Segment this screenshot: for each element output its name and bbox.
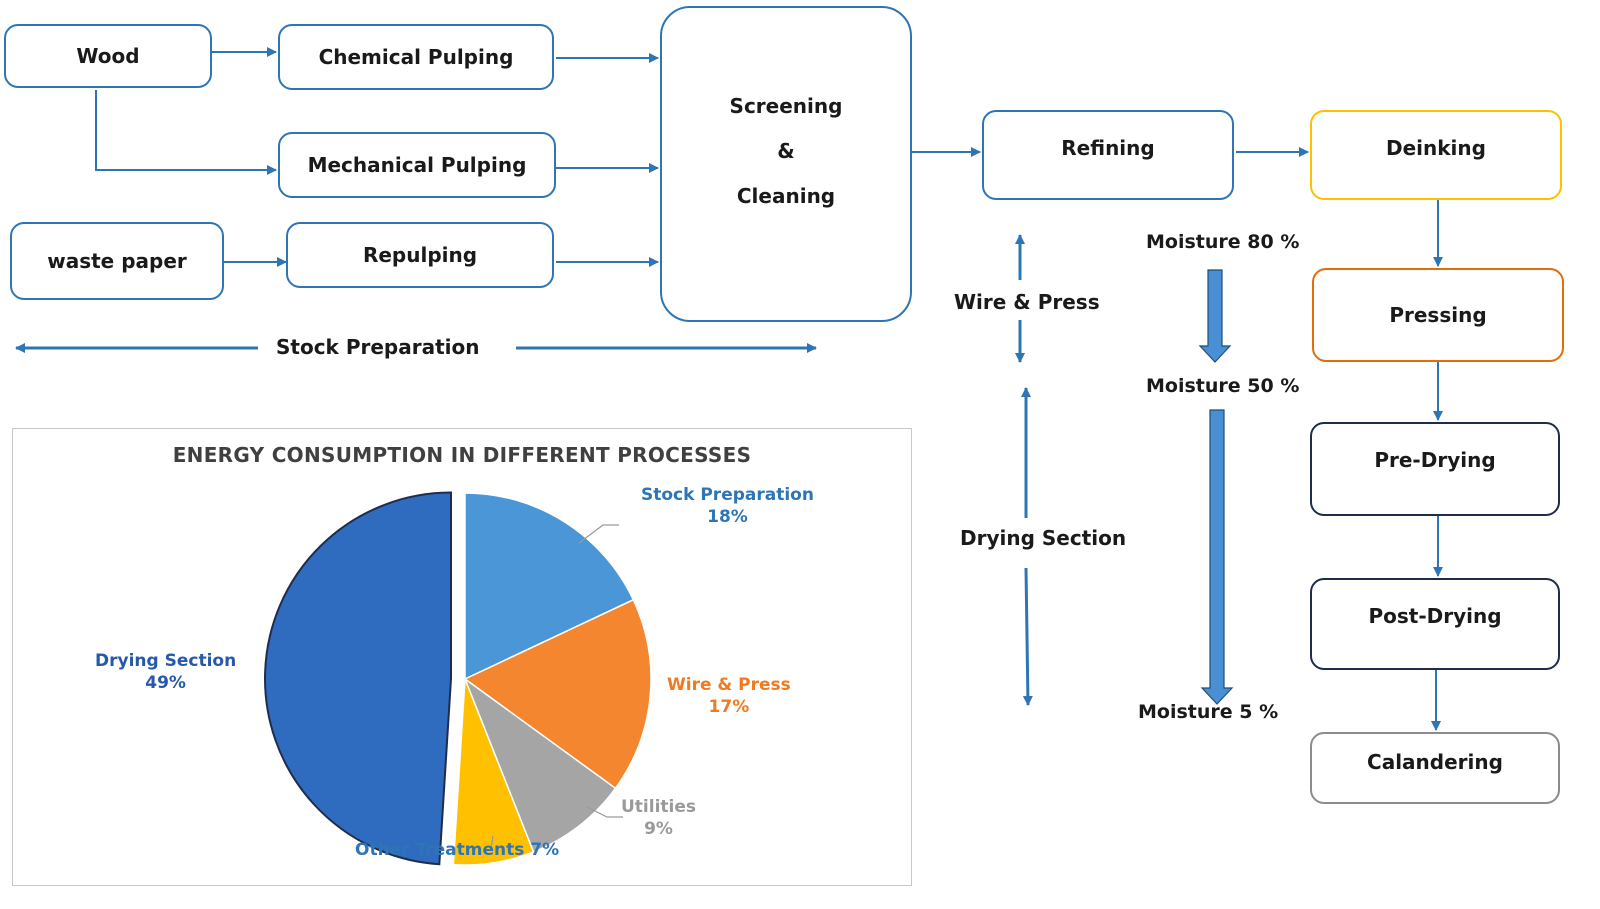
drying-section-name: Drying Section — [95, 651, 237, 671]
moisture-arrow-80-50 — [1198, 269, 1232, 363]
leader-stock-preparation — [578, 524, 619, 544]
drying-section-label: Drying Section — [960, 526, 1127, 550]
cleaning-label: Cleaning — [736, 183, 836, 208]
wire-press-label: Wire & Press — [954, 290, 1100, 314]
repulping-box: Repulping — [286, 222, 554, 288]
post-drying-label: Post-Drying — [1368, 604, 1502, 628]
wire-press-name: Wire & Press — [667, 675, 791, 695]
pie-label-other-treatments: Other Treatments 7% — [355, 840, 559, 860]
utilities-name: Utilities — [621, 797, 697, 817]
utilities-pct: 9% — [644, 819, 673, 839]
pie-slice-drying-section — [264, 491, 453, 866]
pie-label-utilities: Utilities 9% — [621, 797, 696, 839]
wood-label: Wood — [76, 44, 140, 68]
leader-other-treatments — [490, 835, 494, 850]
pressing-box: Pressing — [1312, 268, 1564, 362]
ampersand-label: & — [777, 138, 795, 163]
drying-section-pct: 49% — [145, 673, 186, 693]
chemical-pulping-box: Chemical Pulping — [278, 24, 554, 90]
chart-title: ENERGY CONSUMPTION IN DIFFERENT PROCESSE… — [172, 443, 752, 467]
screening-label: Screening — [729, 93, 843, 118]
drying-arrow-down — [1022, 567, 1033, 706]
pie-slice-utilities — [463, 676, 617, 853]
other-treatments-name: Other Treatments — [355, 840, 525, 860]
stock-preparation-name: Stock Preparation — [641, 485, 814, 505]
pie-slice-stock-preparation — [464, 492, 635, 681]
moisture-50-label: Moisture 50 % — [1146, 375, 1300, 397]
calandering-label: Calandering — [1367, 750, 1503, 774]
waste-paper-box: waste paper — [10, 222, 224, 300]
mechanical-pulping-label: Mechanical Pulping — [307, 153, 527, 177]
pre-drying-label: Pre-Drying — [1374, 448, 1496, 472]
deinking-box: Deinking — [1310, 110, 1562, 200]
pie-label-stock-preparation: Stock Preparation 18% — [641, 485, 814, 527]
deinking-label: Deinking — [1386, 136, 1486, 160]
stock-preparation-pct: 18% — [707, 507, 748, 527]
moisture-80-label: Moisture 80 % — [1146, 231, 1300, 253]
leader-utilities — [586, 806, 623, 818]
pie-label-drying-section: Drying Section 49% — [95, 651, 236, 693]
waste-paper-label: waste paper — [47, 249, 187, 273]
pie-slice-other-treatments — [452, 678, 535, 866]
chemical-pulping-label: Chemical Pulping — [318, 45, 514, 69]
stock-preparation-label: Stock Preparation — [276, 335, 480, 359]
pressing-label: Pressing — [1389, 303, 1487, 327]
post-drying-box: Post-Drying — [1310, 578, 1560, 670]
calandering-box: Calandering — [1310, 732, 1560, 804]
pie-label-wire-press: Wire & Press 17% — [667, 675, 791, 717]
screening-cleaning-box: Screening & Cleaning — [660, 6, 912, 322]
refining-label: Refining — [1061, 136, 1155, 160]
pre-drying-box: Pre-Drying — [1310, 422, 1560, 516]
repulping-label: Repulping — [362, 243, 478, 267]
energy-chart-panel: ENERGY CONSUMPTION IN DIFFERENT PROCESSE… — [12, 428, 912, 886]
refining-box: Refining — [982, 110, 1234, 200]
pie-chart — [264, 491, 652, 866]
moisture-arrow-50-5 — [1200, 409, 1234, 705]
arrow-wood-to-mechanical — [95, 90, 277, 175]
wire-press-pct: 17% — [708, 697, 750, 717]
mechanical-pulping-box: Mechanical Pulping — [278, 132, 556, 198]
wood-box: Wood — [4, 24, 212, 88]
other-treatments-pct: 7% — [530, 840, 560, 860]
moisture-5-label: Moisture 5 % — [1138, 701, 1279, 723]
pie-slice-wire-press — [463, 598, 652, 790]
